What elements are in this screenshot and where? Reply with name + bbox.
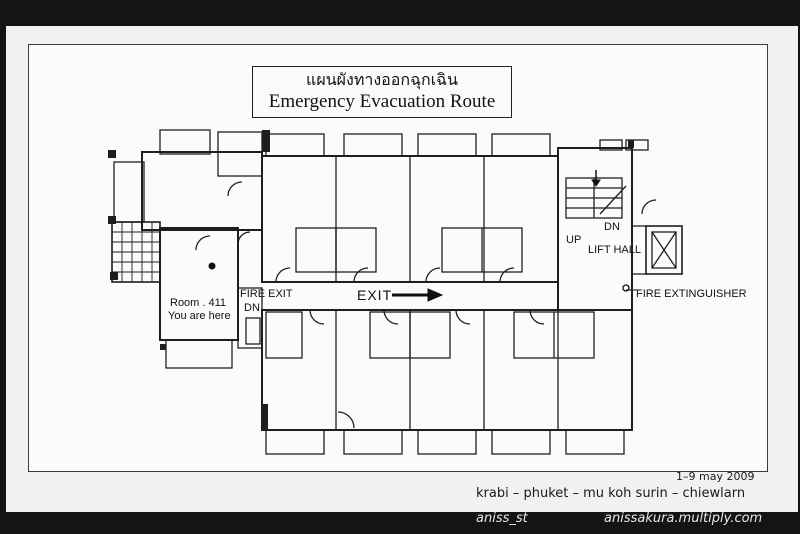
fire-exit-label: FIRE EXIT bbox=[240, 288, 293, 300]
bottom-balconies bbox=[265, 429, 625, 455]
bottom-rooms-block bbox=[261, 309, 633, 431]
trip-route: krabi – phuket – mu koh surin – chiewlar… bbox=[476, 486, 746, 501]
top-balconies bbox=[265, 133, 551, 157]
room-411-balcony bbox=[165, 339, 233, 369]
left-upper-wing bbox=[141, 151, 263, 231]
stair-down-arrow bbox=[591, 170, 601, 187]
exit-arrow bbox=[392, 288, 444, 302]
title-english: Emergency Evacuation Route bbox=[268, 91, 496, 112]
exit-label: EXIT bbox=[357, 287, 393, 303]
up-label: UP bbox=[566, 234, 582, 246]
photo-date: 1–9 may 2009 bbox=[676, 470, 755, 483]
down-label-left: DN bbox=[244, 302, 260, 314]
photographer-handle: aniss_st bbox=[476, 511, 528, 526]
title-thai: แผนผังทางออกฉุกเฉิน bbox=[306, 70, 458, 89]
down-label-right: DN bbox=[604, 221, 620, 233]
sign-title-box: แผนผังทางออกฉุกเฉิน Emergency Evacuation… bbox=[252, 66, 512, 118]
room-411 bbox=[159, 227, 239, 341]
fire-extinguisher-icon bbox=[622, 284, 630, 292]
lift-hall-label: LIFT HALL bbox=[588, 244, 641, 256]
you-are-here-label: You are here bbox=[168, 310, 231, 322]
you-are-here-marker bbox=[208, 262, 216, 270]
lift-shaft bbox=[645, 225, 683, 275]
room-number-label: Room . 411 bbox=[170, 297, 227, 309]
wall-markers bbox=[108, 130, 634, 430]
stair-lift-block bbox=[557, 147, 633, 311]
photographer-site: anissakura.multiply.com bbox=[604, 511, 763, 526]
fire-extinguisher-label: FIRE EXTINGUISHER bbox=[636, 288, 747, 300]
